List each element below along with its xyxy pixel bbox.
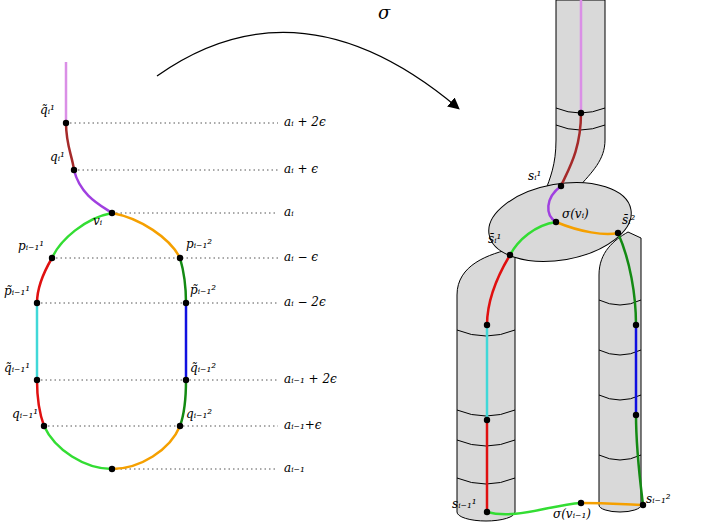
math-label: p̃ᵢ₋₁¹ <box>4 285 30 297</box>
math-label: aᵢ − ϵ <box>284 251 318 263</box>
math-label: aᵢ + ϵ <box>284 163 318 175</box>
image-graph <box>487 0 643 514</box>
image-vertices <box>484 110 646 515</box>
math-label: pᵢ₋₁¹ <box>18 240 44 252</box>
math-label: p̃ᵢ₋₁² <box>190 284 216 296</box>
math-label: vᵢ <box>93 215 102 227</box>
graph-vertices <box>34 120 189 472</box>
math-label: q̃ᵢ₋₁¹ <box>4 362 30 374</box>
surface <box>457 0 641 521</box>
math-label: qᵢ₋₁¹ <box>12 408 38 420</box>
math-label: sᵢ₋₁¹ <box>452 498 477 510</box>
math-label: σ(vᵢ₋₁) <box>553 508 591 520</box>
level-lines <box>41 123 278 469</box>
math-label: σ(vᵢ) <box>562 208 589 220</box>
math-label: s̄ᵢ¹ <box>488 233 501 245</box>
math-label: q̃ᵢ¹ <box>40 104 55 116</box>
math-label: pᵢ₋₁² <box>186 238 212 250</box>
math-label: aᵢ₋₁ <box>284 462 305 474</box>
surface-rings <box>457 108 641 484</box>
math-label: aᵢ₋₁+ϵ <box>284 419 322 431</box>
math-label: sᵢ¹ <box>528 170 541 182</box>
math-label: qᵢ₋₁² <box>186 408 212 420</box>
math-label: qᵢ¹ <box>50 151 65 163</box>
map-label: σ <box>378 4 390 22</box>
graph <box>37 62 186 469</box>
math-label: aᵢ − 2ϵ <box>284 296 326 308</box>
math-label: aᵢ + 2ϵ <box>284 116 326 128</box>
math-label: aᵢ <box>284 206 294 218</box>
math-label: s̄ᵢ² <box>622 214 635 226</box>
math-label: sᵢ₋₁² <box>646 493 671 505</box>
math-label: q̃ᵢ₋₁² <box>190 362 216 374</box>
math-label: aᵢ₋₁ + 2ϵ <box>284 373 337 385</box>
map-arrow <box>157 32 458 108</box>
